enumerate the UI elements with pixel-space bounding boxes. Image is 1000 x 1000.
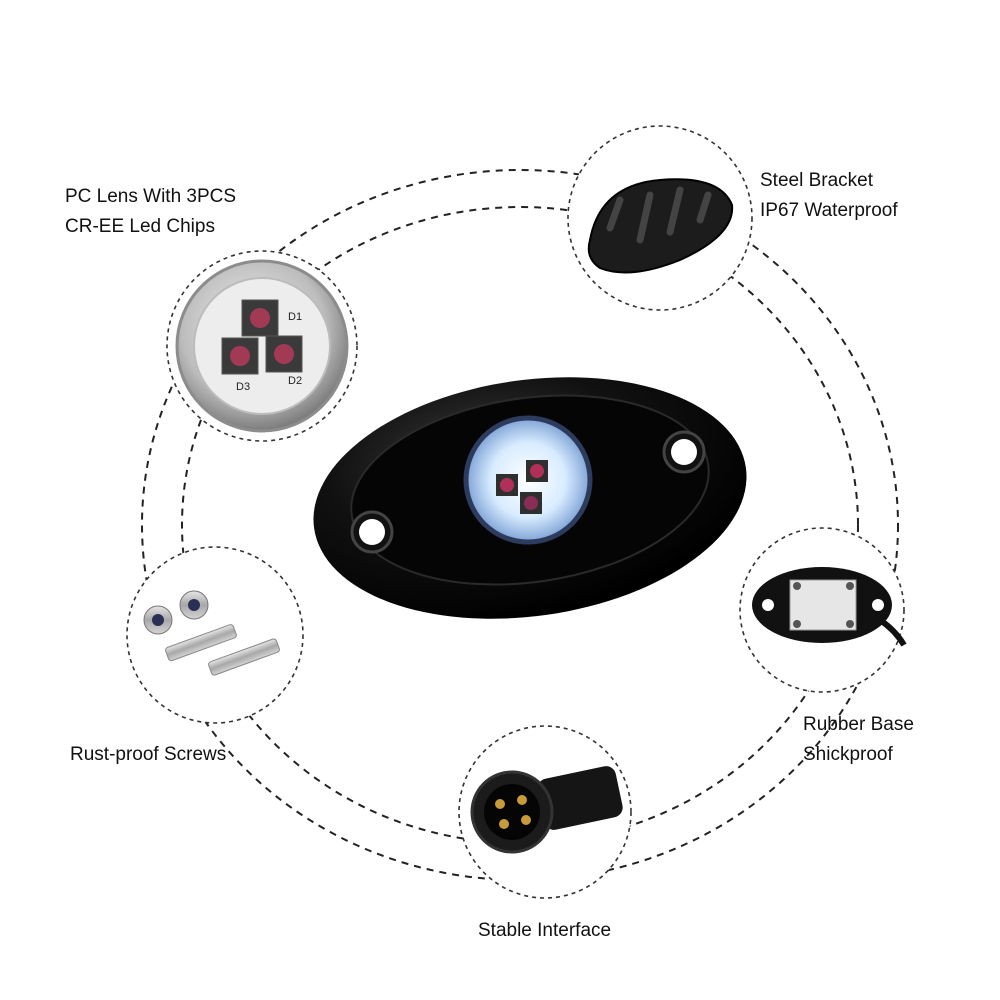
chip-label-d3: D3 xyxy=(236,381,250,393)
feature-bracket-closeup xyxy=(567,125,753,311)
label-screws-text: Rust-proof Screws xyxy=(70,744,227,765)
label-bracket-line2: IP67 Waterproof xyxy=(760,200,898,221)
feature-lens-closeup: D1 D2 D3 xyxy=(166,250,358,442)
feature-rubber-base-closeup xyxy=(739,527,907,693)
label-interface-text: Stable Interface xyxy=(478,920,612,941)
rock-light-housing xyxy=(313,377,747,619)
label-lens-line1: PC Lens With 3PCS xyxy=(65,186,237,207)
label-lens: PC Lens With 3PCS CR-EE Led Chips xyxy=(65,182,236,242)
inner-dashed-ring xyxy=(181,206,859,844)
screw-icon xyxy=(165,624,280,676)
feature-interface-closeup xyxy=(458,725,632,899)
connector-icon xyxy=(470,766,623,854)
label-bracket: Steel Bracket IP67 Waterproof xyxy=(760,166,898,226)
label-screws: Rust-proof Screws xyxy=(70,740,226,770)
label-rubber-line2: Shickproof xyxy=(803,744,893,765)
nut-icon xyxy=(143,590,209,635)
feature-screws-closeup xyxy=(126,546,304,724)
label-rubber-base: Rubber Base Shickproof xyxy=(803,710,914,770)
label-interface: Stable Interface xyxy=(478,916,611,946)
chip-label-d2: D2 xyxy=(288,375,302,387)
bracket-icon xyxy=(587,178,734,274)
label-bracket-line1: Steel Bracket xyxy=(760,170,873,191)
label-lens-line2: CR-EE Led Chips xyxy=(65,216,215,237)
label-rubber-line1: Rubber Base xyxy=(803,714,914,735)
chip-label-d1: D1 xyxy=(288,311,302,323)
